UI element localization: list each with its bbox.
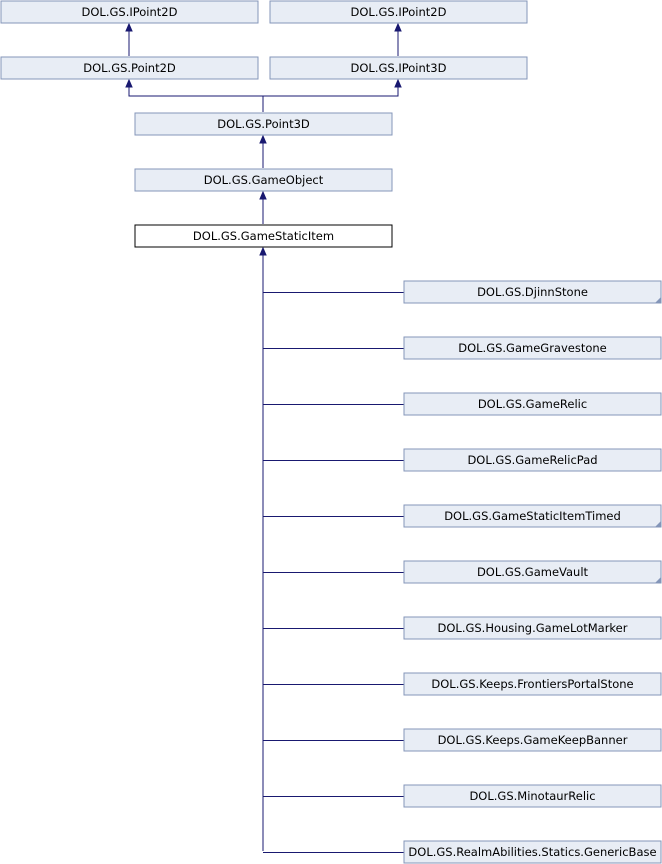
node-child-class[interactable]: DOL.GS.GameStaticItemTimed — [403, 504, 662, 528]
node-label: DOL.GS.RealmAbilities.Statics.GenericBas… — [408, 845, 656, 859]
arrowhead-icon — [125, 78, 133, 88]
node-child-class[interactable]: DOL.GS.GameRelic — [403, 392, 662, 416]
node-child-class[interactable]: DOL.GS.RealmAbilities.Statics.GenericBas… — [403, 840, 662, 864]
node-child-class[interactable]: DOL.GS.Keeps.FrontiersPortalStone — [403, 672, 662, 696]
node-label: DOL.GS.MinotaurRelic — [469, 789, 595, 803]
node-label: DOL.GS.GameObject — [204, 173, 324, 187]
arrowhead-icon — [125, 22, 133, 32]
more-subclasses-corner-icon — [655, 577, 661, 583]
node-label: DOL.GS.GameVault — [477, 565, 589, 579]
node-child-class[interactable]: DOL.GS.GameRelicPad — [403, 448, 662, 472]
node-gameobject[interactable]: DOL.GS.GameObject — [134, 168, 393, 192]
node-child-class[interactable]: DOL.GS.GameGravestone — [403, 336, 662, 360]
node-child-class[interactable]: DOL.GS.GameVault — [403, 560, 662, 584]
node-ipoint3d[interactable]: DOL.GS.IPoint3D — [269, 56, 528, 80]
node-label: DOL.GS.GameStaticItemTimed — [444, 509, 621, 523]
node-label: DOL.GS.Keeps.GameKeepBanner — [438, 733, 628, 747]
more-subclasses-corner-icon — [655, 521, 661, 527]
edge-point3d-ipoint3d — [263, 85, 399, 97]
node-point3d[interactable]: DOL.GS.Point3D — [134, 112, 393, 136]
node-child-class[interactable]: DOL.GS.DjinnStone — [403, 280, 662, 304]
node-label: DOL.GS.IPoint3D — [351, 61, 447, 75]
node-label: DOL.GS.DjinnStone — [477, 285, 588, 299]
node-label: DOL.GS.GameRelic — [478, 397, 587, 411]
node-child-class[interactable]: DOL.GS.MinotaurRelic — [403, 784, 662, 808]
node-point2d[interactable]: DOL.GS.Point2D — [0, 56, 259, 80]
node-gamestaticitem: DOL.GS.GameStaticItem — [134, 224, 393, 248]
node-label: DOL.GS.IPoint2D — [351, 5, 447, 19]
child-nodes: DOL.GS.DjinnStoneDOL.GS.GameGravestoneDO… — [403, 280, 662, 864]
arrowhead-icon — [259, 134, 267, 144]
edges-top — [125, 22, 402, 224]
edges-children — [259, 246, 404, 853]
edge-point3d-point2d — [128, 85, 264, 112]
node-label: DOL.GS.Point3D — [217, 117, 310, 131]
node-label: DOL.GS.GameGravestone — [458, 341, 607, 355]
arrowhead-icon — [259, 246, 267, 256]
node-ipoint2d-right[interactable]: DOL.GS.IPoint2D — [269, 0, 528, 24]
node-child-class[interactable]: DOL.GS.Housing.GameLotMarker — [403, 616, 662, 640]
node-ipoint2d-left[interactable]: DOL.GS.IPoint2D — [0, 0, 259, 24]
node-label: DOL.GS.IPoint2D — [82, 5, 178, 19]
arrowhead-icon — [394, 22, 402, 32]
node-child-class[interactable]: DOL.GS.Keeps.GameKeepBanner — [403, 728, 662, 752]
node-label: DOL.GS.Housing.GameLotMarker — [438, 621, 628, 635]
node-label: DOL.GS.GameStaticItem — [193, 229, 334, 243]
node-label: DOL.GS.GameRelicPad — [467, 453, 597, 467]
arrowhead-icon — [259, 190, 267, 200]
node-label: DOL.GS.Point2D — [83, 61, 176, 75]
arrowhead-icon — [394, 78, 402, 88]
more-subclasses-corner-icon — [655, 297, 661, 303]
node-label: DOL.GS.Keeps.FrontiersPortalStone — [431, 677, 633, 691]
